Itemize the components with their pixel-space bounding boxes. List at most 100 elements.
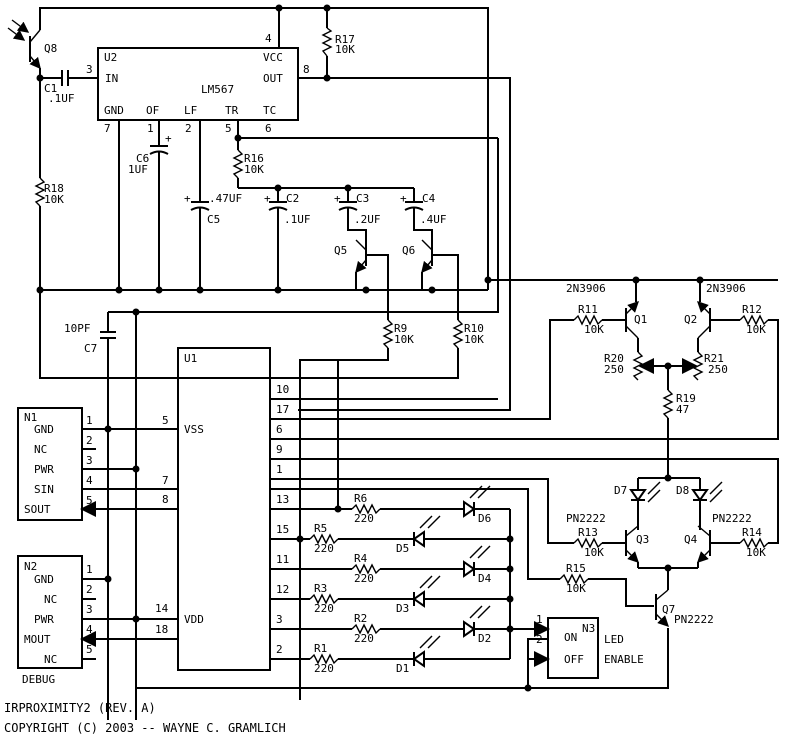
c3-capacitor: + C3 .2UF <box>334 188 381 246</box>
q8-label: Q8 <box>44 42 57 55</box>
n1-pin-sin: SIN <box>34 483 54 496</box>
n1-pin-pwr: PWR <box>34 463 54 476</box>
r5-label: R5 <box>314 522 327 535</box>
u1-right-wiring <box>270 319 779 544</box>
n2-num-2: 2 <box>86 583 93 596</box>
top-wiring <box>39 4 511 411</box>
u2-pin-gnd: GND <box>104 104 124 117</box>
r20-value: 250 <box>604 363 624 376</box>
r16-value: 10K <box>244 163 264 176</box>
n2-label: DEBUG <box>22 673 55 686</box>
n1-num-3: 3 <box>86 454 93 467</box>
c5-capacitor: + .47UF C5 <box>184 120 242 290</box>
q1-type: 2N3906 <box>566 282 606 295</box>
c7-value: 10PF <box>64 322 91 335</box>
c1-capacitor: C1 .1UF <box>36 68 98 178</box>
q2-label: Q2 <box>684 313 697 326</box>
n2-num-3: 3 <box>86 603 93 616</box>
u2-lm567: U2 LM567 IN OUT VCC GND OF LF TR TC 3 8 … <box>86 32 310 135</box>
n2-num-1: 1 <box>86 563 93 576</box>
u2-num-lf: 2 <box>185 122 192 135</box>
c5-value: .47UF <box>209 192 242 205</box>
n3-label-enable: ENABLE <box>604 653 644 666</box>
u1-num-10: 10 <box>276 383 289 396</box>
r4-value: 220 <box>354 572 374 585</box>
n2-pin-nc2: NC <box>44 653 57 666</box>
r4-d4: R4 220 D4 <box>351 545 510 585</box>
u1-num-1: 1 <box>276 463 283 476</box>
r17-resistor: R17 10K <box>321 27 355 57</box>
u1-num-7: 7 <box>162 474 169 487</box>
q1-label: Q1 <box>634 313 647 326</box>
u1-num-13: 13 <box>276 493 289 506</box>
d6-label: D6 <box>478 512 491 525</box>
r2-value: 220 <box>354 632 374 645</box>
n2-connector: N2 GND NC PWR MOUT NC DEBUG 1 2 3 4 5 <box>17 555 93 686</box>
n3-ref: N3 <box>582 622 595 635</box>
r13-value: 10K <box>584 546 604 559</box>
r9-r10: R9 10K R10 10K <box>39 290 484 700</box>
n2-ref: N2 <box>24 560 37 573</box>
title-block: IRPROXIMITY2 (REV. A) COPYRIGHT (C) 2003… <box>4 701 286 735</box>
q8-phototransistor: Q8 <box>7 19 57 70</box>
n1-ref: N1 <box>24 411 37 424</box>
c1-label: C1 <box>44 82 57 95</box>
n2-pin-gnd: GND <box>34 573 54 586</box>
r10-label: R10 <box>464 322 484 335</box>
q5-label: Q5 <box>334 244 347 257</box>
r6-value: 220 <box>354 512 374 525</box>
led-chain <box>270 360 514 660</box>
u2-pin-in: IN <box>105 72 118 85</box>
q3-q4-npn: PN2222 PN2222 Q3 Q4 <box>566 512 752 590</box>
r11-r12: R11 10K R12 10K <box>573 303 769 336</box>
r9-label: R9 <box>394 322 407 335</box>
u2-part: LM567 <box>201 83 234 96</box>
r3-d3: R3 220 D3 <box>309 575 510 615</box>
r5-value: 220 <box>314 542 334 555</box>
d5-label: D5 <box>396 542 409 555</box>
n1-num-4: 4 <box>86 474 93 487</box>
n3-num-1: 1 <box>536 613 543 626</box>
r1-value: 220 <box>314 662 334 675</box>
u2-num-out: 8 <box>303 63 310 76</box>
u1-ref: U1 <box>184 352 197 365</box>
r12-label: R12 <box>742 303 762 316</box>
r17-label: R17 <box>335 33 355 46</box>
u2-pin-tr: TR <box>225 104 239 117</box>
q7-label: Q7 <box>662 603 675 616</box>
r19-r20-r21: R20 250 R21 250 R19 47 <box>604 351 728 478</box>
c3-plus: + <box>334 192 341 205</box>
u2-num-tr: 5 <box>225 122 232 135</box>
r17-value: 10K <box>335 43 355 56</box>
c5-label: C5 <box>207 213 220 226</box>
r14-value: 10K <box>746 546 766 559</box>
r19-label: R19 <box>676 392 696 405</box>
u2-num-vcc: 4 <box>265 32 272 45</box>
u1-num-2: 2 <box>276 643 283 656</box>
u1-num-3: 3 <box>276 613 283 626</box>
r11-value: 10K <box>584 323 604 336</box>
u2-ref: U2 <box>104 51 117 64</box>
timing-network: R16 10K <box>135 120 499 720</box>
n1-num-5: 5 <box>86 494 93 507</box>
n1-pin-gnd: GND <box>34 423 54 436</box>
r5-d5: R5 220 D5 <box>309 515 510 555</box>
q4-label: Q4 <box>684 533 698 546</box>
n2-pin-nc: NC <box>44 593 57 606</box>
n1-num-2: 2 <box>86 434 93 447</box>
c6-label: C6 <box>136 152 149 165</box>
n1-pin-sout: SOUT <box>24 503 51 516</box>
r4-label: R4 <box>354 552 368 565</box>
r2-d2: R2 220 D2 <box>351 605 550 645</box>
r11-label: R11 <box>578 303 598 316</box>
u2-num-in: 3 <box>86 63 93 76</box>
d8-label: D8 <box>676 484 689 497</box>
u1-num-14: 14 <box>155 602 169 615</box>
q1-q2-pnp: 2N3906 2N3906 Q1 Q2 <box>484 276 778 352</box>
r21-value: 250 <box>708 363 728 376</box>
n3-pin-on: ON <box>564 631 577 644</box>
n2-num-5: 5 <box>86 643 93 656</box>
d2-label: D2 <box>478 632 491 645</box>
c4-value: .4UF <box>420 213 447 226</box>
